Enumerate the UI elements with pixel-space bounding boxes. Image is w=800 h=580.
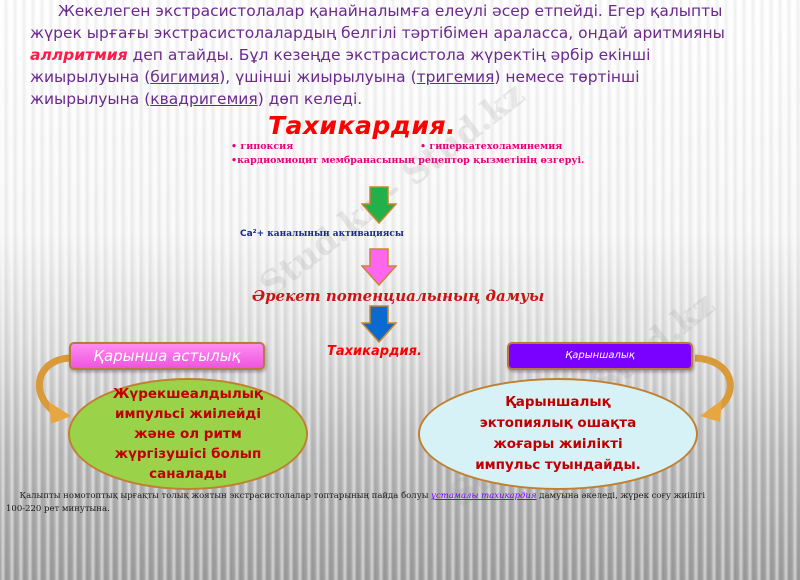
bullet-hypercatecholaminemia: • гиперкатехоламинемия (420, 141, 563, 152)
intro-paragraph: Жекелеген экстрасистолалар қанайналымға … (30, 0, 790, 110)
quadrigemy-term: квадригемия (150, 90, 258, 108)
ventricular-label: Қарыншалық (507, 342, 693, 370)
ventricular-impulse-ellipse: Қарыншалық эктопиялық ошақта жоғары жиіл… (418, 378, 698, 490)
ca-text: каналынын активациясы (264, 229, 404, 239)
footer-text: дамуына әкеледі, жүрек соғу жиілігі (536, 491, 706, 501)
ellipse-line: импульс туындайды. (475, 457, 641, 473)
down-arrow-icon (361, 186, 397, 224)
curved-arrow-icon (36, 354, 71, 424)
bigemy-term: бигимия (150, 68, 220, 86)
footer-text: 100-220 рет минутына. (6, 504, 110, 514)
intro-line: Жекелеген экстрасистолалар қанайналымға … (58, 2, 723, 20)
ca-channel-activation: Ca²+ каналынын активациясы (240, 229, 404, 239)
footer-paragraph: Қалыпты номотоптық ырғақты толық жоятын … (6, 490, 776, 516)
paroxysmal-tachycardia-term: ұстамалы тахикардия (431, 491, 537, 501)
intro-line: жиырылуына ( (30, 68, 151, 86)
ellipse-line: Қарыншалық (505, 394, 611, 410)
intro-line: жүрек ырғағы экстрасистолалардың белгілі… (30, 24, 725, 42)
ca-label: Ca²+ (240, 229, 265, 239)
action-potential-text: Әрекет потенциалының дамуы (252, 287, 545, 305)
down-arrow-icon (361, 248, 397, 286)
ellipse-line: жоғары жиілікті (493, 436, 623, 452)
trigemy-term: тригемия (416, 68, 495, 86)
ellipse-line: Жүрекшеалдылық (112, 386, 264, 402)
intro-line: жиырылуына ( (30, 90, 151, 108)
diagram-title: Тахикардия. (268, 111, 457, 140)
ellipse-line: импульсі жиілейді (115, 406, 261, 422)
intro-line: ) немесе төртінші (494, 68, 640, 86)
ellipse-line: жүргізушісі болып (114, 446, 262, 462)
bullet-hypoxia: • гипоксия (231, 141, 294, 152)
ellipse-line: эктопиялық ошақта (479, 415, 637, 431)
tachycardia-result: Тахикардия. (327, 344, 422, 359)
atrial-impulse-ellipse: Жүрекшеалдылық импульсі жиілейді және ол… (68, 378, 308, 490)
intro-line: деп атайды. Бұл кезеңде экстрасистола жү… (127, 46, 651, 64)
intro-line: ) дөп келеді. (257, 90, 363, 108)
allorhythmia-term: аллритмия (30, 46, 128, 64)
intro-line: ), үшінші жиырылуына ( (219, 68, 417, 86)
down-arrow-icon (361, 305, 397, 343)
ellipse-line: және ол ритм (134, 426, 242, 442)
footer-text: Қалыпты номотоптық ырғақты толық жоятын … (19, 491, 432, 501)
ellipse-line: саналады (149, 466, 227, 482)
bullet-receptor-change: •кардиомиоцит мембранасының рецептор қыз… (231, 155, 585, 166)
ventricular-sub-label: Қарынша астылық (69, 342, 265, 370)
curved-arrow-icon (694, 354, 734, 422)
